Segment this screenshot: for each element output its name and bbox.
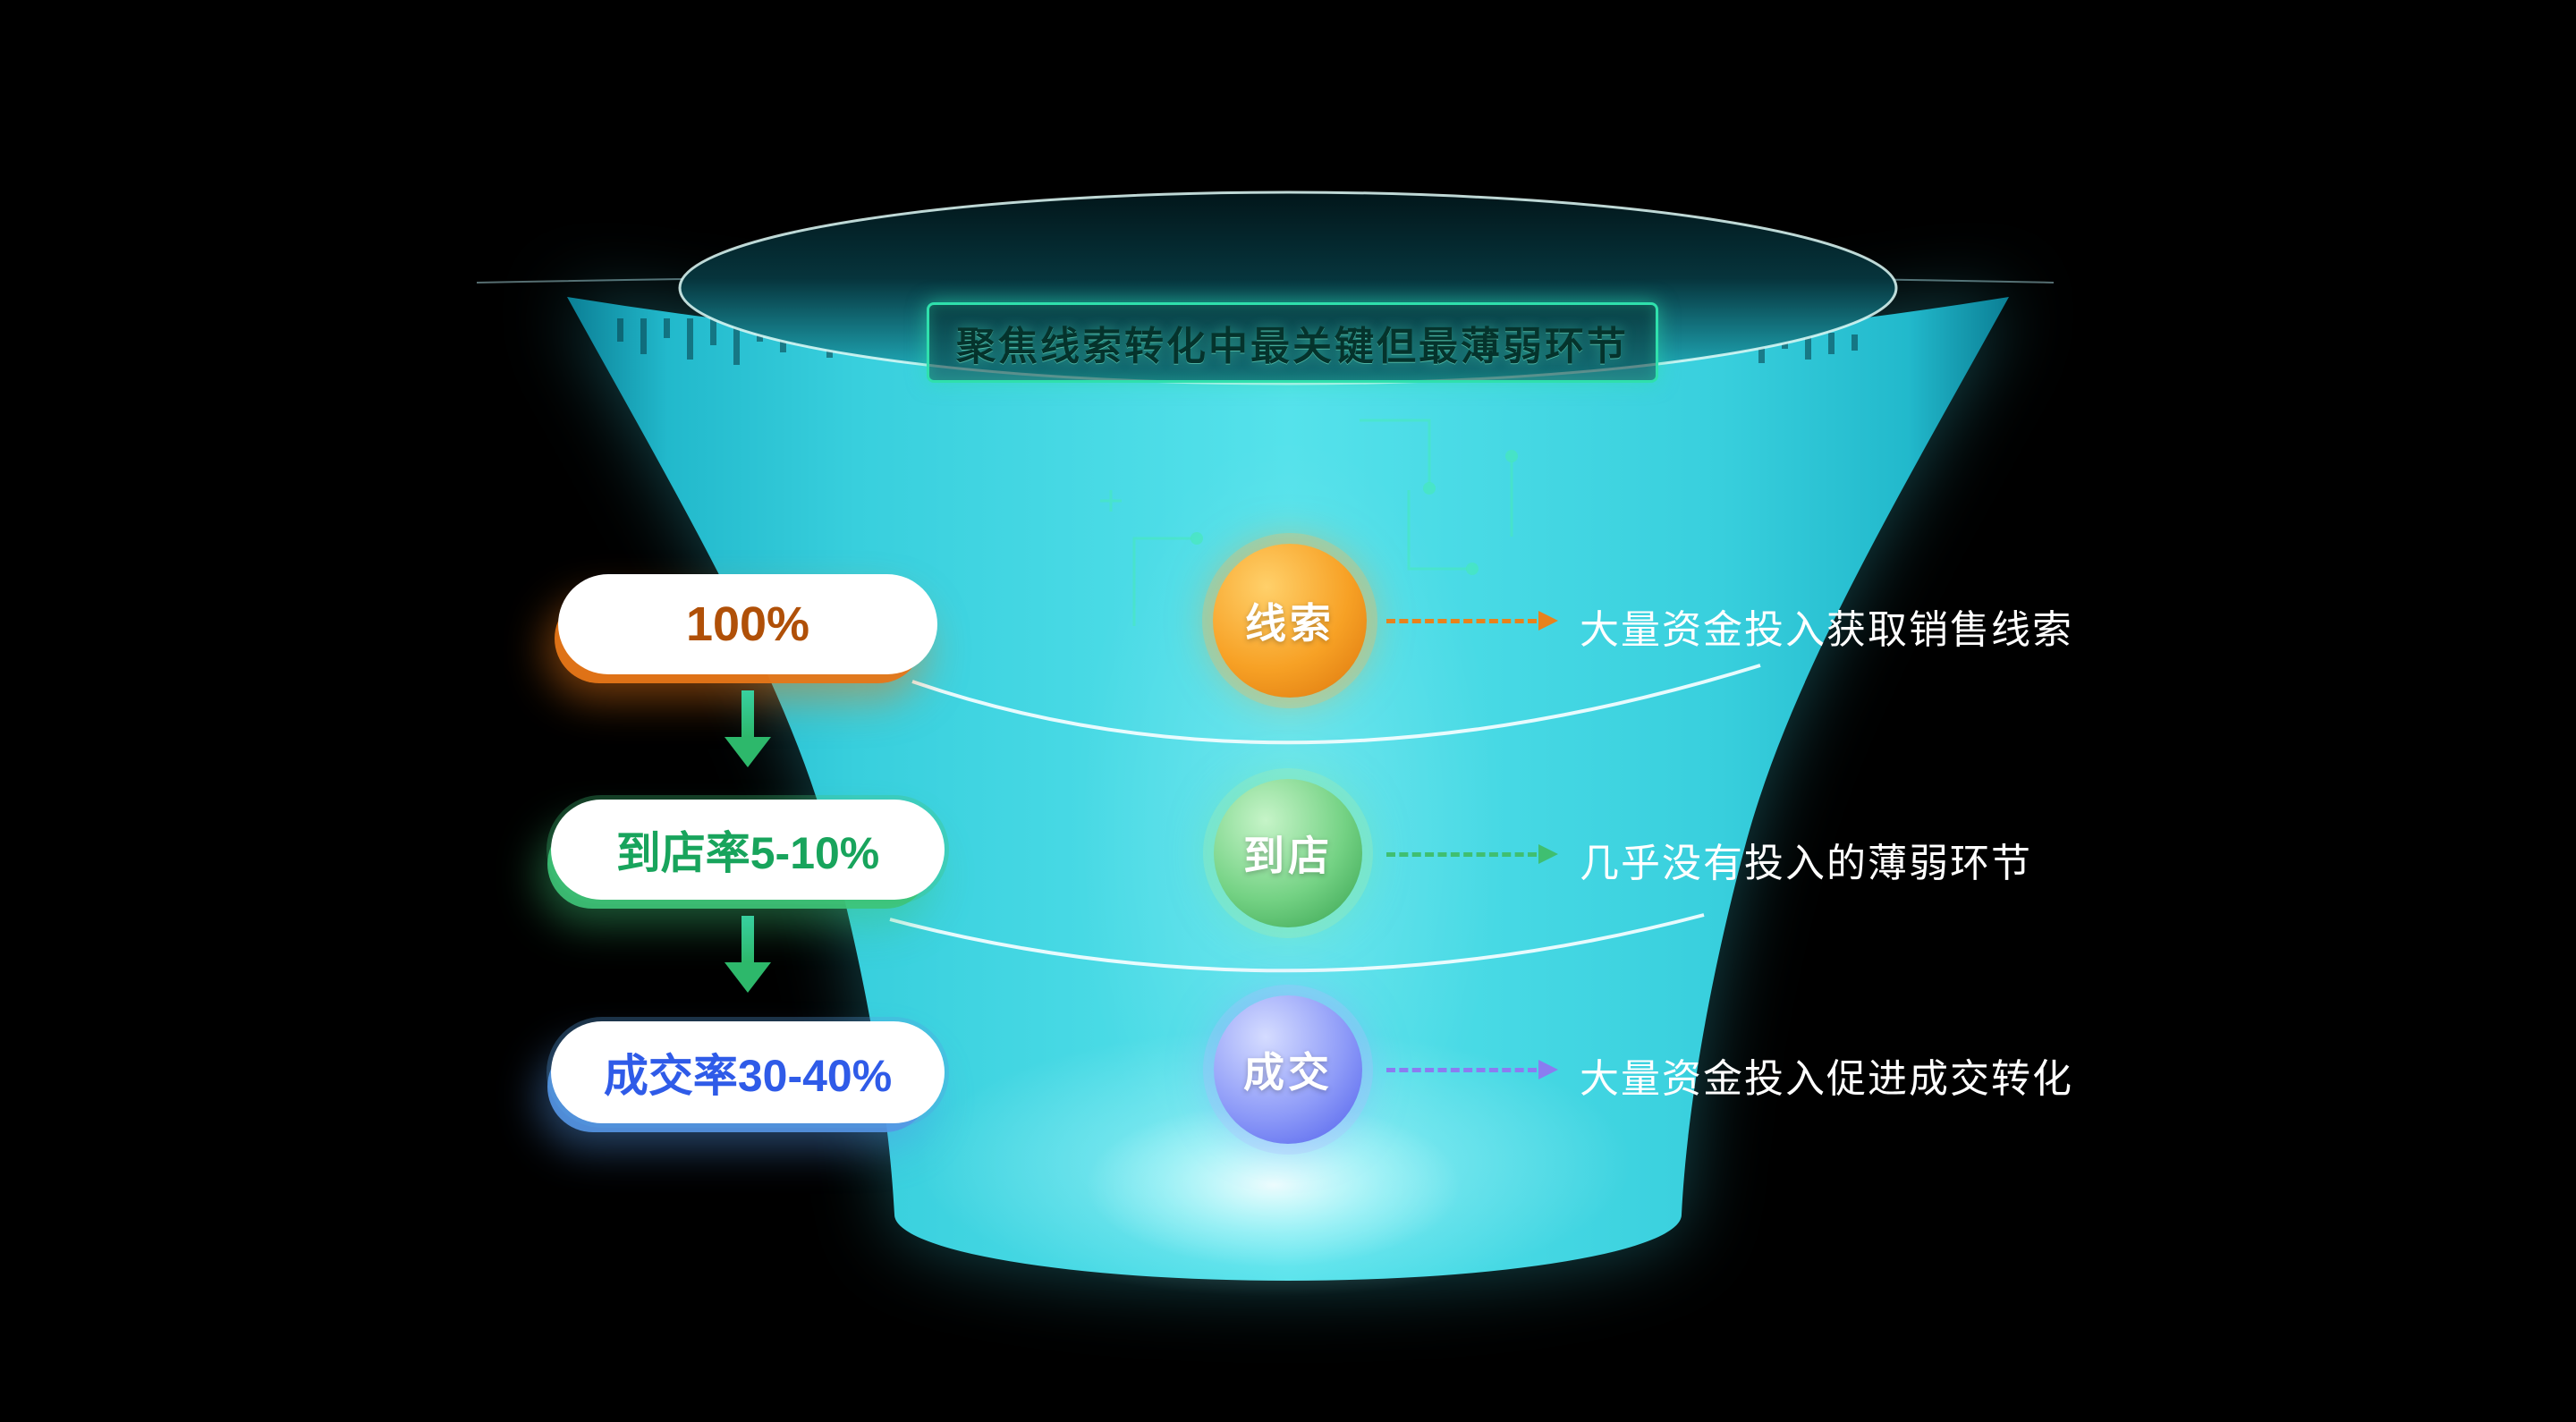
rate-pill-visit-label: 到店率5-10%: [615, 828, 880, 878]
tier-arc-2: [889, 913, 1705, 973]
arrowhead: [1538, 844, 1558, 864]
dashed-line: [1386, 851, 1537, 857]
stage-circle-leads: 线索: [1213, 544, 1367, 698]
title-banner-text: 聚焦线索转化中最关键但最薄弱环节: [956, 325, 1629, 368]
arrowhead: [1538, 1060, 1558, 1079]
dashed-line: [1386, 618, 1537, 623]
stage-circle-deal-label: 成交: [1243, 1049, 1333, 1096]
dashed-line: [1386, 1067, 1537, 1072]
rate-pill-deal: 成交率30-40%: [551, 1021, 945, 1123]
circuit-decoration: [1100, 419, 1513, 626]
dashed-arrow-icon-deal: [1386, 1059, 1558, 1080]
arrowhead: [1538, 611, 1558, 631]
dashed-arrow-icon-visit: [1386, 843, 1558, 865]
down-arrow-icon: [724, 916, 771, 993]
rate-pill-leads: 100%: [558, 574, 937, 674]
rate-pill-leads-label: 100%: [685, 597, 810, 651]
tier-arc-1: [911, 664, 1761, 745]
stage-circle-leads-label: 线索: [1245, 600, 1335, 647]
annotation-deal: 大量资金投入促进成交转化: [1580, 1057, 2073, 1101]
annotation-leads: 大量资金投入获取销售线索: [1580, 608, 2073, 652]
annotation-visit: 几乎没有投入的薄弱环节: [1580, 842, 2032, 885]
dashed-arrow-icon-leads: [1386, 610, 1558, 631]
stage-circle-deal: 成交: [1214, 995, 1362, 1144]
stage-circle-visit: 到店: [1214, 779, 1362, 927]
circuit-nodes: [1191, 450, 1518, 575]
rate-pill-deal-label: 成交率30-40%: [603, 1051, 893, 1101]
title-banner: 聚焦线索转化中最关键但最薄弱环节: [927, 302, 1658, 383]
stage-circle-visit-label: 到店: [1243, 833, 1333, 879]
bottom-glow-core: [1086, 1103, 1462, 1267]
rate-pill-visit: 到店率5-10%: [551, 800, 945, 900]
down-arrow-icon: [724, 690, 771, 767]
